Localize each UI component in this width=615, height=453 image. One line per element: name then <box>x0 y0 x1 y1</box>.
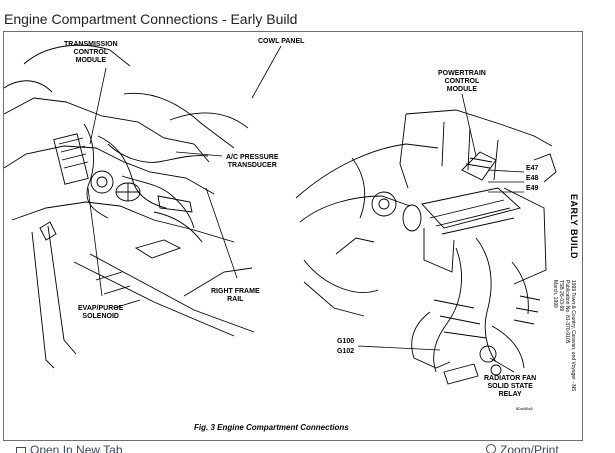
evap-purge-solenoid-label: EVAP/PURGE SOLENOID <box>78 305 124 320</box>
zoom-print-link[interactable]: Zoom/Print <box>486 443 559 453</box>
ground-g102-label: G102 <box>337 348 355 355</box>
radiator-fan-relay-label: RADIATOR FAN SOLID STATE RELAY <box>484 375 537 398</box>
side-note-2: Publication No. 81-370-9105 <box>564 280 570 344</box>
open-in-new-tab-link[interactable]: Open In New Tab <box>16 443 123 453</box>
page-title: Engine Compartment Connections - Early B… <box>4 11 298 27</box>
ac-pressure-transducer-label: A/C PRESSURE TRANSDUCER <box>226 154 279 169</box>
footer-bar: Open In New Tab Zoom/Print <box>0 441 615 453</box>
figure-caption: Fig. 3 Engine Compartment Connections <box>194 423 349 432</box>
figure-frame: TRANSMISSION CONTROL MODULE COWL PANEL P… <box>3 31 583 441</box>
side-note-3: TSB 26-03-99 <box>558 280 564 312</box>
early-build-side-title: EARLY BUILD <box>569 194 579 260</box>
connector-e48-label: E48 <box>526 175 539 182</box>
zoom-print-text: Zoom/Print <box>500 443 559 453</box>
ground-g100-label: G100 <box>337 338 355 345</box>
open-tab-icon <box>16 447 26 453</box>
connector-e47-label: E47 <box>526 165 539 172</box>
transmission-control-module-label: TRANSMISSION CONTROL MODULE <box>64 41 118 64</box>
connector-e49-label: E49 <box>526 185 539 192</box>
cowl-panel-label: COWL PANEL <box>258 38 305 45</box>
zoom-icon <box>486 444 496 453</box>
powertrain-control-module-label: POWERTRAIN CONTROL MODULE <box>438 70 486 93</box>
figure-code: 80a4f0a5 <box>516 406 533 411</box>
side-note-1: 1999 Town & Country, Caravan, and Voyage… <box>570 280 576 392</box>
open-in-new-tab-text: Open In New Tab <box>30 443 123 453</box>
side-note-4: March, 1999 <box>552 280 558 308</box>
right-frame-rail-label: RIGHT FRAME RAIL <box>211 288 260 303</box>
engine-drawing <box>4 44 557 385</box>
